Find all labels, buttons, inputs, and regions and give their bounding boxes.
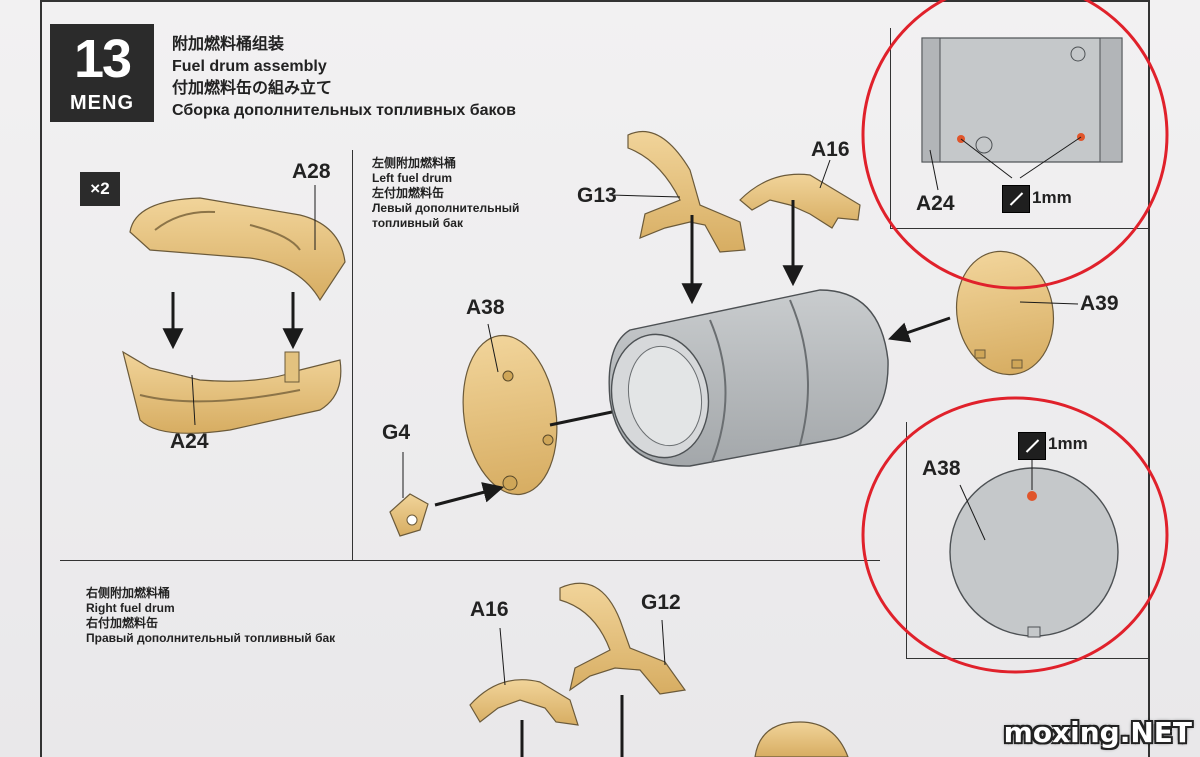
right-drum-zh: 右侧附加燃料桶: [86, 586, 171, 600]
leader-a16: [819, 159, 831, 189]
leader-a38: [487, 323, 499, 373]
label-a24: A24: [170, 430, 209, 453]
label-g12: G12: [641, 591, 681, 614]
drill-size-top: 1mm: [1032, 188, 1072, 207]
label-g4: G4: [382, 421, 411, 444]
title-zh: 附加燃料桶组装: [172, 36, 285, 53]
step-title: 附加燃料桶组装 Fuel drum assembly 付加燃料缶の組み立て Сб…: [172, 34, 516, 122]
label-a39: A39: [1080, 292, 1119, 315]
detail-box-a24: [890, 28, 1149, 229]
part-a16-bracket: [739, 173, 861, 229]
label-a16: A16: [811, 138, 850, 161]
drill-hole-a38: [1027, 491, 1037, 501]
brand-logo: MENG: [70, 92, 134, 114]
right-drum-ru: Правый дополнительный топливный бак: [86, 631, 336, 645]
left-drum-zh: 左侧附加燃料桶: [372, 156, 457, 170]
title-ja: 付加燃料缶の組み立て: [172, 80, 333, 97]
part-a24-lower-half: [122, 350, 342, 434]
drill-icon: [1018, 432, 1046, 460]
leader-a39: [1019, 301, 1079, 305]
step-number: 13: [73, 29, 132, 89]
right-drum-heading: 右侧附加燃料桶 Right fuel drum 右付加燃料缶 Правый до…: [86, 586, 335, 646]
leader-g13: [609, 194, 681, 198]
drill-size-bottom: 1mm: [1048, 434, 1088, 453]
part-lid-partial: [754, 721, 849, 757]
left-drum-ja: 左付加燃料缶: [372, 186, 445, 200]
leader-a24: [191, 374, 196, 426]
section-divider-vertical: [352, 150, 353, 560]
part-drum-body: [608, 289, 889, 467]
title-ru: Сборка дополнительных топливных баков: [172, 102, 516, 119]
title-en: Fuel drum assembly: [172, 58, 327, 75]
leader-a16-right: [499, 627, 506, 686]
detail-a38-drawing: [949, 460, 1119, 638]
detail-box-a38: [906, 422, 1149, 659]
label-a28: A28: [292, 160, 331, 183]
arrow-a39: [888, 316, 951, 343]
right-drum-en: Right fuel drum: [86, 601, 175, 615]
part-g13-bracket: [627, 131, 746, 253]
quantity-badge: ×2: [80, 172, 120, 206]
part-a39-lid: [955, 250, 1055, 376]
label-a16-right: A16: [470, 598, 509, 621]
step-badge: 13 MENG: [50, 24, 154, 122]
part-a38-lid: [462, 334, 558, 496]
section-divider-horizontal: [60, 560, 880, 561]
label-a24-detail: A24: [916, 192, 955, 215]
leader-g12: [661, 619, 666, 666]
label-a38-detail: A38: [922, 457, 961, 480]
highlight-circle-top: [861, 0, 1169, 290]
left-drum-en: Left fuel drum: [372, 171, 452, 185]
part-a28-upper-half: [129, 197, 346, 302]
label-g13: G13: [577, 184, 617, 207]
detail-a24-drawing: [921, 37, 1123, 191]
left-drum-ru-2: топливный бак: [372, 216, 463, 230]
right-drum-ja: 右付加燃料缶: [86, 616, 159, 630]
label-a38: A38: [466, 296, 505, 319]
frame-top: [40, 0, 1150, 2]
watermark: moxing.NET: [1003, 716, 1192, 749]
highlight-circle-bottom: [861, 396, 1169, 674]
frame-left: [40, 0, 42, 757]
part-a16-right-bracket: [469, 679, 579, 726]
drill-icon: [1002, 185, 1030, 213]
frame-right: [1148, 0, 1150, 757]
left-drum-heading: 左侧附加燃料桶 Left fuel drum 左付加燃料缶 Левый допо…: [372, 156, 519, 231]
part-g12-bracket: [559, 582, 687, 695]
part-g4-cap: [389, 493, 429, 537]
left-drum-ru-1: Левый дополнительный: [372, 201, 520, 215]
arrow-g4: [434, 482, 505, 507]
